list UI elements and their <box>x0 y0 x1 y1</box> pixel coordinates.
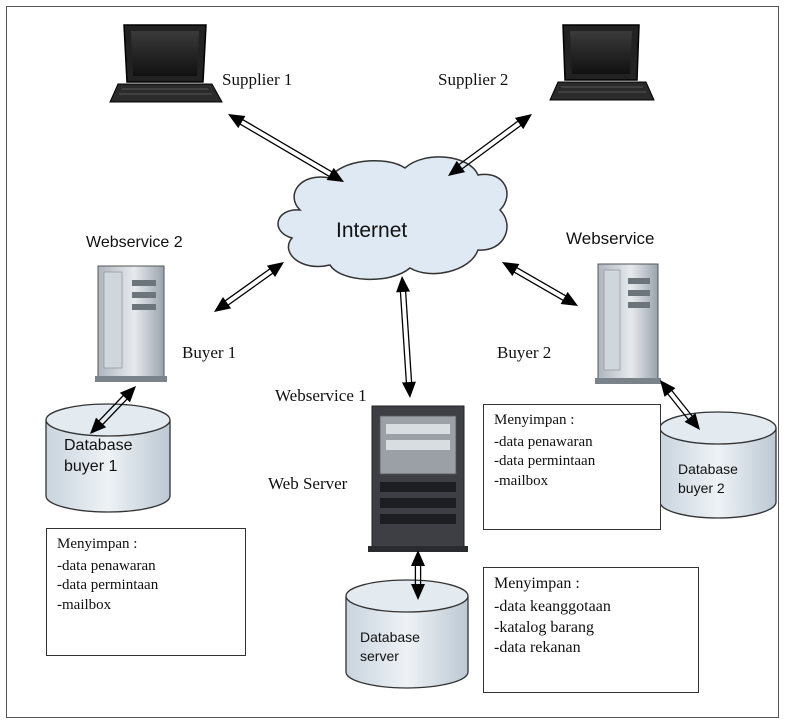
note-buyer-1-item: -data penawaran <box>57 557 156 574</box>
note-buyer-1-title: Menyimpan : <box>57 536 138 552</box>
note-server-item: -data rekanan <box>494 639 581 657</box>
label-database-buyer-1: Database buyer 1 <box>64 436 133 478</box>
arrow-buyer-1-internet <box>214 262 284 312</box>
label-buyer-2: Buyer 2 <box>497 343 552 362</box>
db-buyer-1-line-2: buyer 1 <box>64 457 118 475</box>
arrow-supplier-2-internet <box>448 114 532 176</box>
label-web-server: Web Server <box>268 474 348 493</box>
arrow-webservice-db-buyer-2 <box>660 380 700 430</box>
laptop-icon-supplier-1 <box>109 24 223 103</box>
label-internet: Internet <box>336 219 408 242</box>
note-buyer-2-title: Menyimpan : <box>494 412 575 428</box>
label-database-buyer-2: Database buyer 2 <box>678 460 738 498</box>
server-tower-icon-web-server <box>368 405 468 552</box>
database-cylinder-icon-buyer-1 <box>45 403 171 513</box>
label-supplier-2: Supplier 2 <box>438 70 509 89</box>
db-server-line-1: Database <box>360 629 420 645</box>
note-server-title: Menyimpan : <box>494 575 580 592</box>
internet-cloud-icon <box>277 156 508 280</box>
note-buyer-2-item: -data penawaran <box>494 433 593 450</box>
db-buyer-1-line-1: Database <box>64 437 133 454</box>
arrow-web-server-db <box>411 550 425 600</box>
note-box-buyer-1: Menyimpan : -data penawaran -data permin… <box>46 528 246 656</box>
label-webservice-1: Webservice 1 <box>275 386 367 405</box>
note-server-item: -katalog barang <box>494 618 594 636</box>
db-buyer-2-line-2: buyer 2 <box>678 479 725 496</box>
note-buyer-1-item: -mailbox <box>57 596 112 613</box>
note-buyer-2-item: -mailbox <box>494 472 549 489</box>
db-buyer-2-line-1: Database <box>678 461 738 477</box>
note-box-buyer-2: Menyimpan : -data penawaran -data permin… <box>483 404 661 530</box>
server-tower-icon-webservice-2 <box>95 265 167 382</box>
database-cylinder-icon-server <box>345 579 469 689</box>
label-webservice-2: Webservice 2 <box>86 234 183 251</box>
label-supplier-1: Supplier 1 <box>222 70 293 89</box>
db-server-line-2: server <box>360 647 399 664</box>
server-tower-icon-webservice <box>595 263 661 384</box>
note-buyer-2-item: -data permintaan <box>494 453 596 469</box>
label-database-server: Database server <box>360 628 420 666</box>
arrow-internet-webservice-1 <box>396 276 416 398</box>
label-webservice: Webservice <box>566 229 655 248</box>
note-box-server: Menyimpan : -data keanggotaan -katalog b… <box>483 567 699 693</box>
arrow-webservice-internet <box>502 262 578 306</box>
arrow-buyer-1-db <box>90 386 136 434</box>
label-buyer-1: Buyer 1 <box>182 343 237 362</box>
note-server-item: -data keanggotaan <box>494 597 611 615</box>
laptop-icon-supplier-2 <box>549 24 655 101</box>
note-buyer-1-item: -data permintaan <box>57 577 159 593</box>
arrow-supplier-1-internet <box>228 114 344 182</box>
connection-arrows <box>90 114 700 600</box>
